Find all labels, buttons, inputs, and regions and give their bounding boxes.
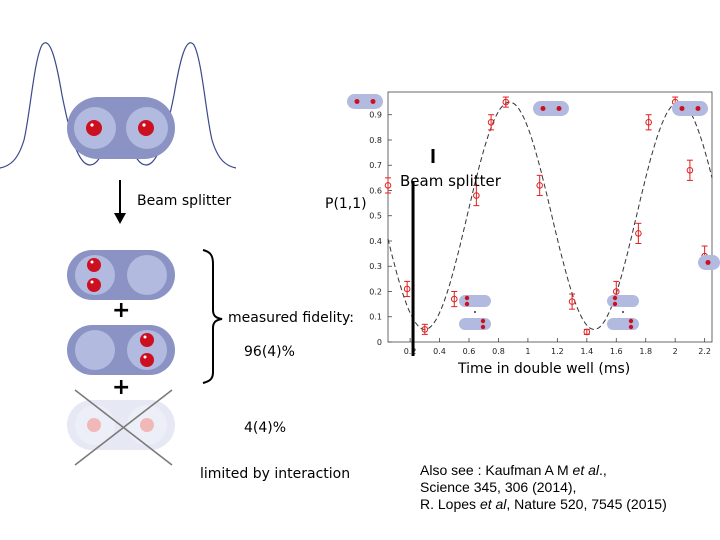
data-point <box>635 222 642 245</box>
y-tick-label: 0.4 <box>369 237 382 246</box>
x-tick-label: 1.2 <box>551 347 564 356</box>
data-point <box>487 114 495 131</box>
data-point <box>403 280 411 298</box>
y-tick-label: 0.9 <box>369 111 382 120</box>
x-tick-label: 2.2 <box>698 347 711 356</box>
data-marker <box>536 182 543 189</box>
data-marker <box>583 328 591 336</box>
inset-one-each <box>533 101 569 116</box>
x-tick-label: 0.8 <box>492 347 505 356</box>
data-marker <box>403 285 411 293</box>
beam-splitter-label: Beam splitter <box>137 193 232 209</box>
data-point <box>686 159 694 181</box>
data-marker <box>635 230 642 237</box>
data-marker <box>421 326 429 333</box>
data-marker <box>384 182 392 189</box>
x-tick-label: 1.4 <box>580 347 593 356</box>
data-point <box>502 96 510 108</box>
atom <box>140 353 154 367</box>
beam-splitter-marker <box>411 149 435 356</box>
beam-splitter-plot-label: Beam splitter <box>400 172 501 190</box>
reference-line-2: Science 345, 306 (2014), <box>420 479 577 495</box>
double-well-crossed-out <box>67 389 175 466</box>
down-arrow-icon <box>114 180 126 224</box>
data-marker <box>568 298 576 305</box>
atom <box>87 278 101 292</box>
x-axis-label: Time in double well (ms) <box>458 361 631 377</box>
x-tick-label: 0.4 <box>433 347 446 356</box>
x-tick-label: 1.6 <box>610 347 623 356</box>
inset-one-each <box>347 94 383 109</box>
y-tick-label: 0.6 <box>369 186 382 195</box>
plot-frame <box>387 91 713 343</box>
plus-sign: + <box>112 298 131 323</box>
inset-one-each <box>698 255 720 270</box>
reference-line-1: Also see : Kaufman A M et al., <box>420 462 607 478</box>
data-marker <box>612 288 620 295</box>
y-tick-label: 0.5 <box>369 212 382 221</box>
y-tick-label: 0.2 <box>369 287 382 296</box>
p11-label: P(1,1) <box>325 196 367 212</box>
inset-paired <box>607 295 639 330</box>
x-tick-label: 0.2 <box>404 347 417 356</box>
data-point <box>421 323 429 335</box>
data-point <box>384 177 392 194</box>
plus-sign: + <box>112 375 131 400</box>
data-point <box>473 184 480 207</box>
x-tick-label: 0.6 <box>463 347 476 356</box>
data-marker <box>473 192 480 199</box>
y-tick-label: 0.7 <box>369 161 382 170</box>
y-tick-label: 0 <box>377 338 382 347</box>
measured-fidelity-label: measured fidelity: <box>228 310 354 326</box>
atom <box>86 120 102 136</box>
data-marker <box>487 119 495 126</box>
data-point <box>450 290 458 308</box>
data-marker <box>686 166 694 174</box>
y-tick-label: 0.3 <box>369 262 382 271</box>
inset-paired <box>459 295 491 330</box>
y-tick-label: 0.1 <box>369 313 382 322</box>
double-well-top <box>67 97 175 159</box>
fit-curve <box>387 101 713 330</box>
brace <box>202 249 223 384</box>
double-well-both-right <box>67 325 175 375</box>
double-well-both-left <box>67 250 175 300</box>
data-point <box>645 114 652 131</box>
x-tick-label: 2 <box>673 347 678 356</box>
data-point <box>583 328 591 336</box>
data-point <box>536 174 543 197</box>
y-tick-label: 0.8 <box>369 136 382 145</box>
fidelity-good-value: 96(4)% <box>244 344 295 360</box>
limited-by-interaction-label: limited by interaction <box>200 466 351 482</box>
x-tick-label: 1 <box>525 347 530 356</box>
reference: Also see : Kaufman A M et al., Science 3… <box>420 462 667 513</box>
atom <box>140 333 154 347</box>
data-marker <box>502 98 510 106</box>
data-marker <box>450 295 458 303</box>
x-tick-label: 1.8 <box>639 347 652 356</box>
atom <box>138 120 154 136</box>
data-marker <box>645 119 652 126</box>
atom <box>87 258 101 272</box>
inset-one-each <box>672 101 708 116</box>
data-point <box>568 293 576 310</box>
fidelity-bad-value: 4(4)% <box>244 420 287 436</box>
reference-line-3: R. Lopes et al, Nature 520, 7545 (2015) <box>420 496 667 512</box>
